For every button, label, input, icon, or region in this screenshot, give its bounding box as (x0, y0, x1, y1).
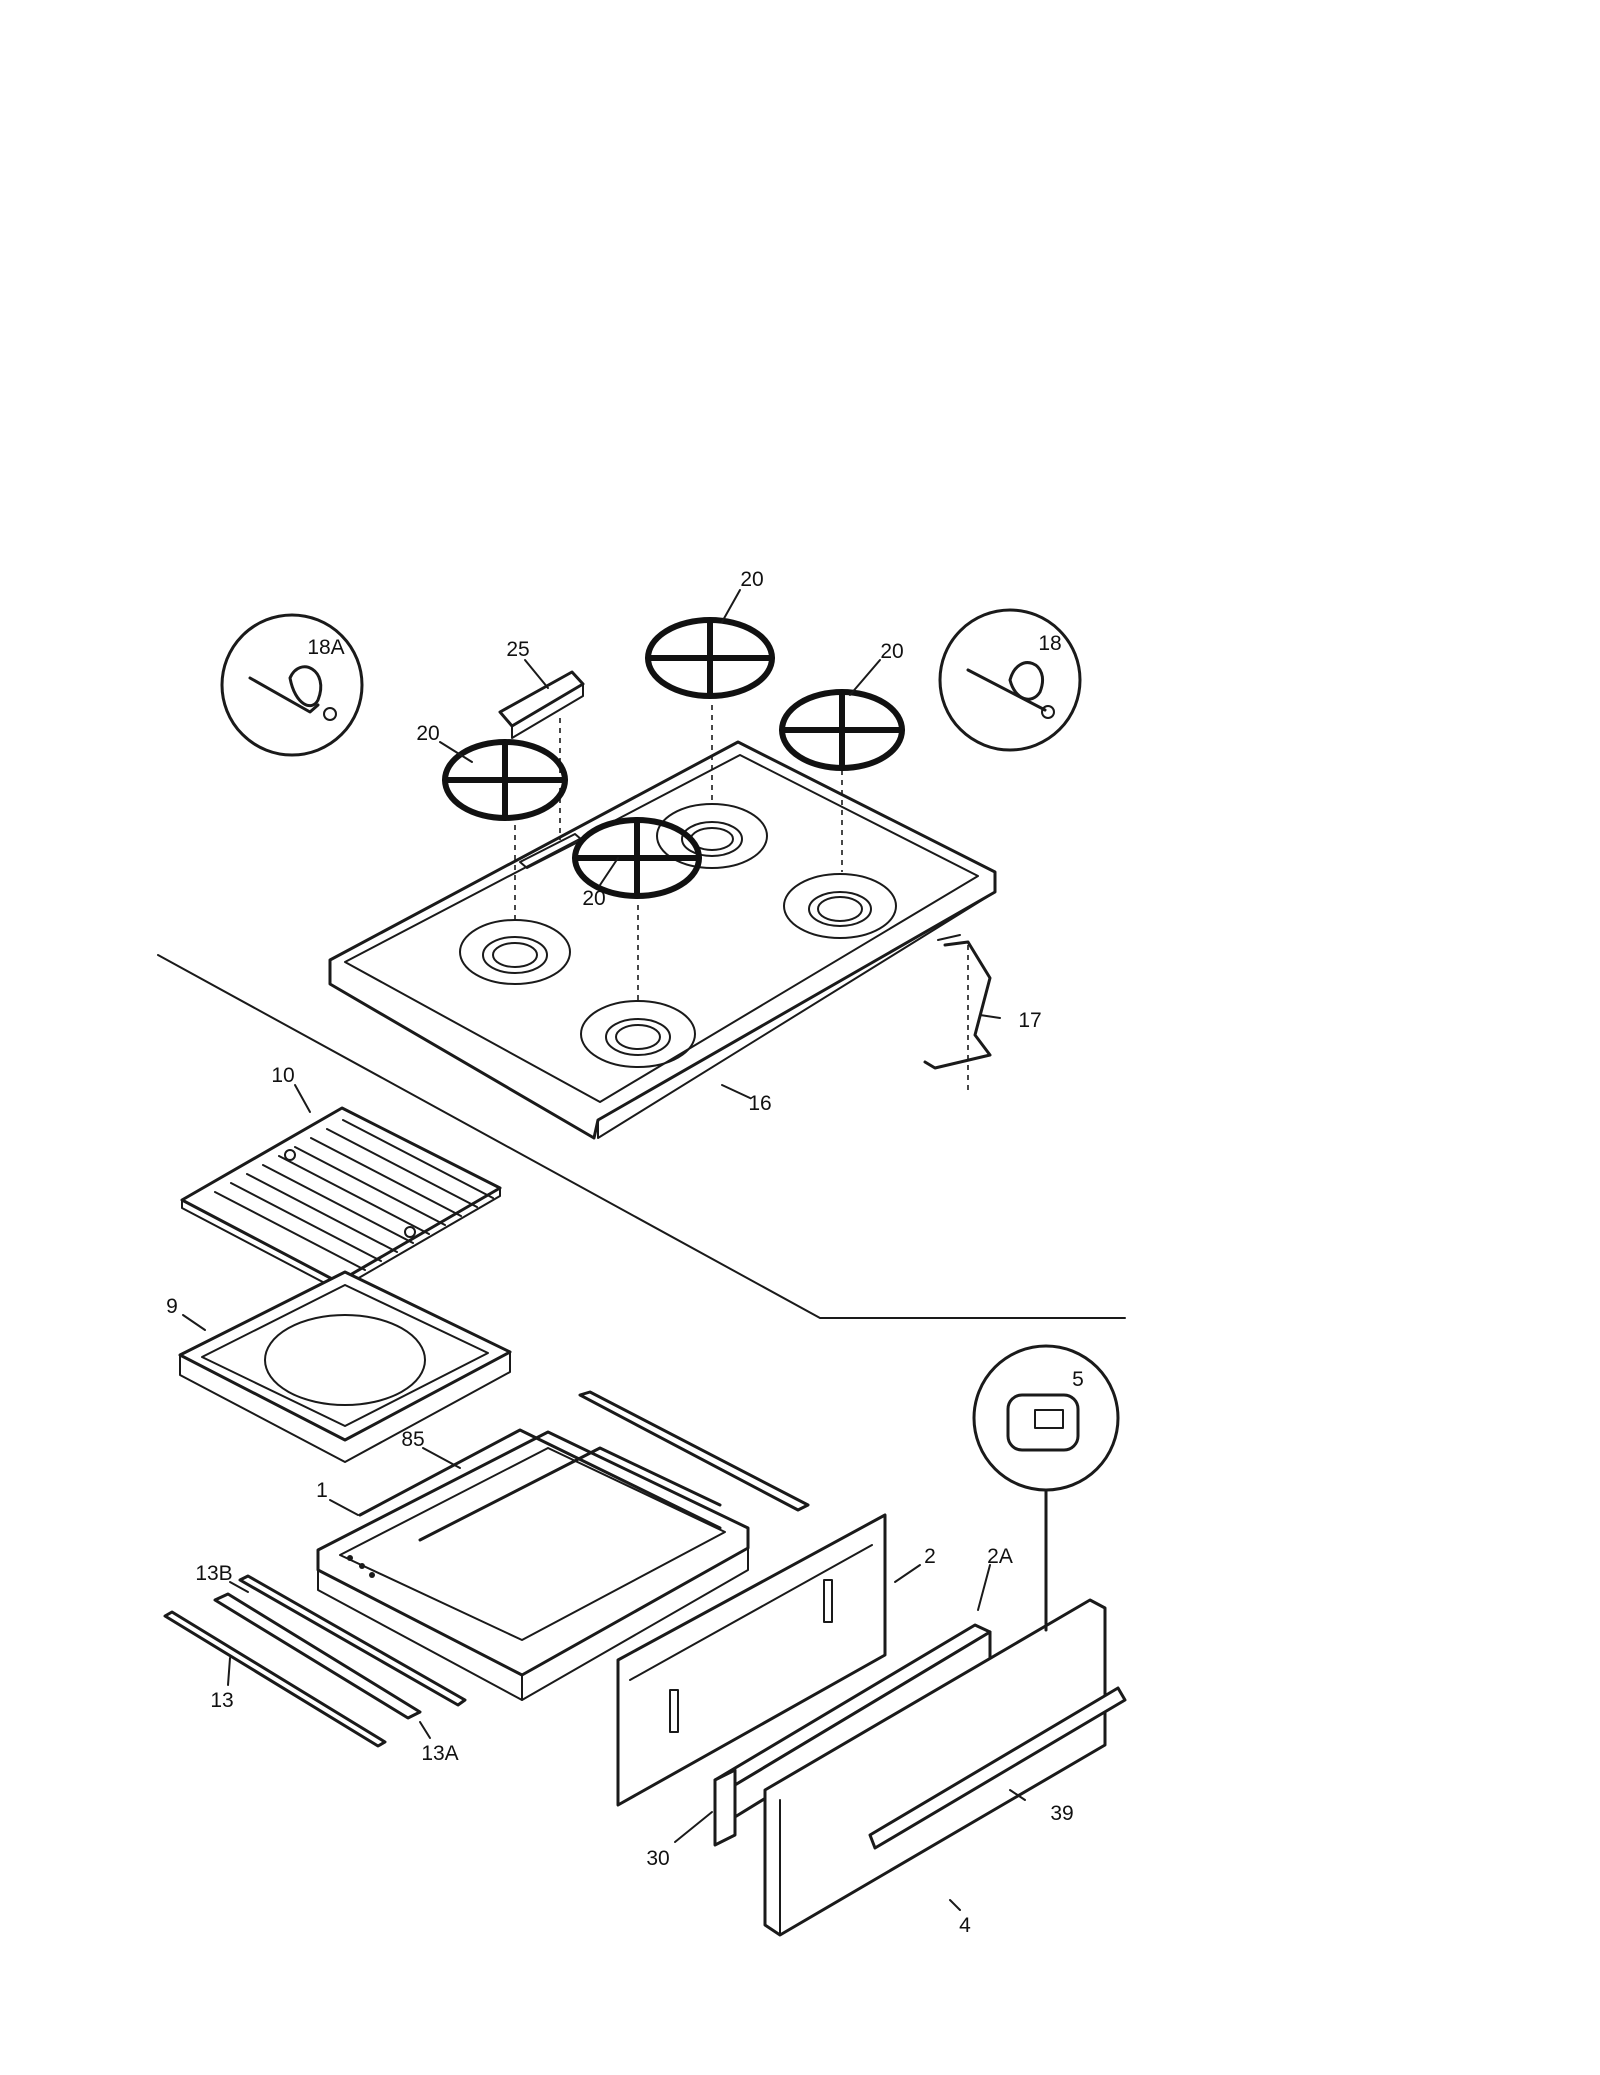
callout-1: 1 (316, 1479, 328, 1502)
callout-85: 85 (401, 1428, 424, 1451)
callout-13: 13 (210, 1689, 233, 1712)
callout-20-rear: 20 (740, 568, 763, 591)
callout-2A: 2A (987, 1545, 1013, 1568)
rail-13B (238, 1574, 467, 1707)
callout-25: 25 (506, 638, 529, 661)
drawer-rear-rail (578, 1390, 810, 1512)
callout-20-left: 20 (416, 722, 439, 745)
rail-13A (213, 1592, 422, 1720)
rail-13 (163, 1610, 387, 1748)
insert-slat (246, 1173, 398, 1253)
drawer-1 (316, 1430, 750, 1701)
callout-13A: 13A (421, 1742, 458, 1765)
inset-18 (938, 608, 1082, 752)
bracket-17 (923, 934, 992, 1070)
section-divider-line (157, 954, 1126, 1319)
wire-rack-85 (358, 1428, 722, 1542)
callout-16: 16 (748, 1092, 771, 1115)
insert-slat (342, 1119, 494, 1199)
drawer-panel-2 (616, 1513, 887, 1807)
callout-13B: 13B (195, 1562, 232, 1585)
callout-17: 17 (1018, 1009, 1041, 1032)
drawer-front-4 (763, 1598, 1127, 1937)
clip-25 (498, 670, 585, 739)
cooktop-16 (328, 740, 997, 1140)
callout-5: 5 (1072, 1368, 1084, 1391)
broiler-insert-10 (180, 1106, 502, 1291)
grate-right (779, 689, 905, 771)
callout-20-center: 20 (582, 887, 605, 910)
insert-slat (326, 1128, 478, 1208)
callout-39: 39 (1050, 1802, 1073, 1825)
callout-9: 9 (166, 1295, 178, 1318)
callout-20-right: 20 (880, 640, 903, 663)
inset-5 (972, 1344, 1120, 1632)
callout-labels: 20 25 20 20 20 18A 18 17 16 10 9 85 1 5 … (166, 568, 1084, 1937)
insert-slat (214, 1191, 366, 1271)
insert-slat (230, 1182, 382, 1262)
insert-slat (262, 1164, 414, 1244)
grate-left (442, 739, 568, 821)
callout-30: 30 (646, 1847, 669, 1870)
insert-slat (310, 1137, 462, 1217)
broiler-pan-9 (178, 1270, 512, 1463)
inset-18A (220, 613, 364, 757)
grate-rear (645, 617, 775, 699)
leader-lines (182, 589, 1026, 1911)
burner-bowl-right (783, 873, 897, 939)
callout-18: 18 (1038, 632, 1061, 655)
burner-bowl-front-left (459, 919, 571, 985)
callout-10: 10 (271, 1064, 294, 1087)
insert-slat (294, 1146, 446, 1226)
callout-4: 4 (959, 1914, 971, 1937)
callout-18A: 18A (307, 636, 344, 659)
burner-bowl-front-center (580, 1000, 696, 1068)
grate-center (572, 817, 702, 899)
callout-2: 2 (924, 1545, 936, 1568)
panel-30 (713, 1768, 737, 1847)
insert-slat (278, 1155, 430, 1235)
